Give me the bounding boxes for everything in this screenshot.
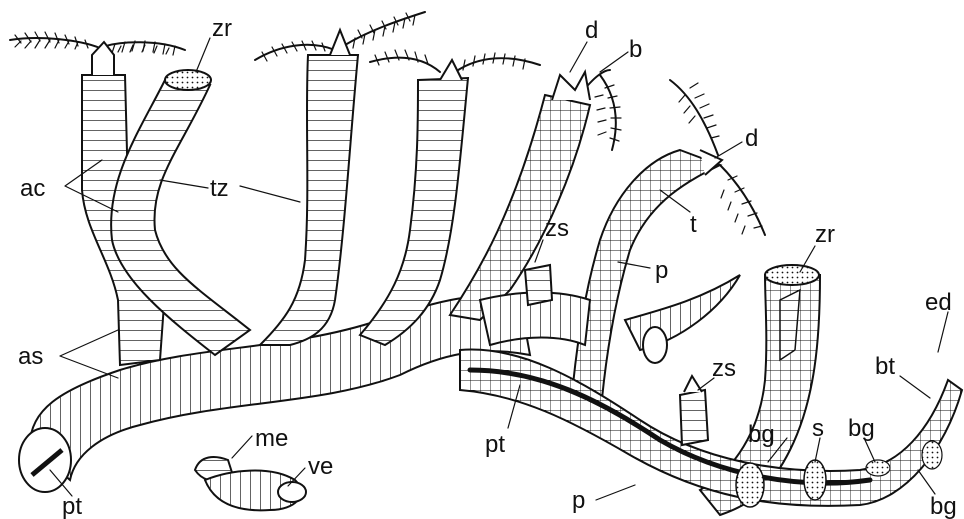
label-pt-left: pt — [62, 493, 82, 519]
label-p-mid: p — [655, 257, 668, 284]
label-d-right: d — [745, 125, 758, 152]
label-b: b — [629, 36, 642, 63]
label-d-top: d — [585, 17, 598, 44]
label-as: as — [18, 343, 43, 370]
label-pt-mid: pt — [485, 431, 505, 458]
stolon-cut-end — [19, 428, 71, 492]
label-tz: tz — [210, 175, 229, 202]
right-stolon — [460, 265, 962, 507]
label-ac: ac — [20, 175, 45, 202]
label-t: t — [690, 211, 697, 238]
label-p-low: p — [572, 487, 585, 514]
label-zr-top: zr — [212, 15, 232, 42]
stalk-6-curved — [570, 150, 720, 420]
label-bt: bt — [875, 353, 895, 380]
label-me: me — [255, 425, 288, 452]
label-bg-2: bg — [848, 415, 875, 442]
label-ve: ve — [308, 453, 333, 480]
label-zs-mid: zs — [545, 215, 569, 242]
label-ed: ed — [925, 289, 952, 316]
label-zr-right: zr — [815, 221, 835, 248]
stalk-5 — [450, 95, 590, 320]
label-bg-3: bg — [930, 493, 957, 519]
label-s: s — [812, 415, 824, 442]
main-stolon — [19, 296, 530, 492]
upright-stalks — [82, 30, 820, 515]
stalk-tz — [260, 55, 358, 345]
label-bg-1: bg — [748, 421, 775, 448]
label-zs-low: zs — [712, 355, 736, 382]
detached-fragment — [195, 457, 306, 510]
